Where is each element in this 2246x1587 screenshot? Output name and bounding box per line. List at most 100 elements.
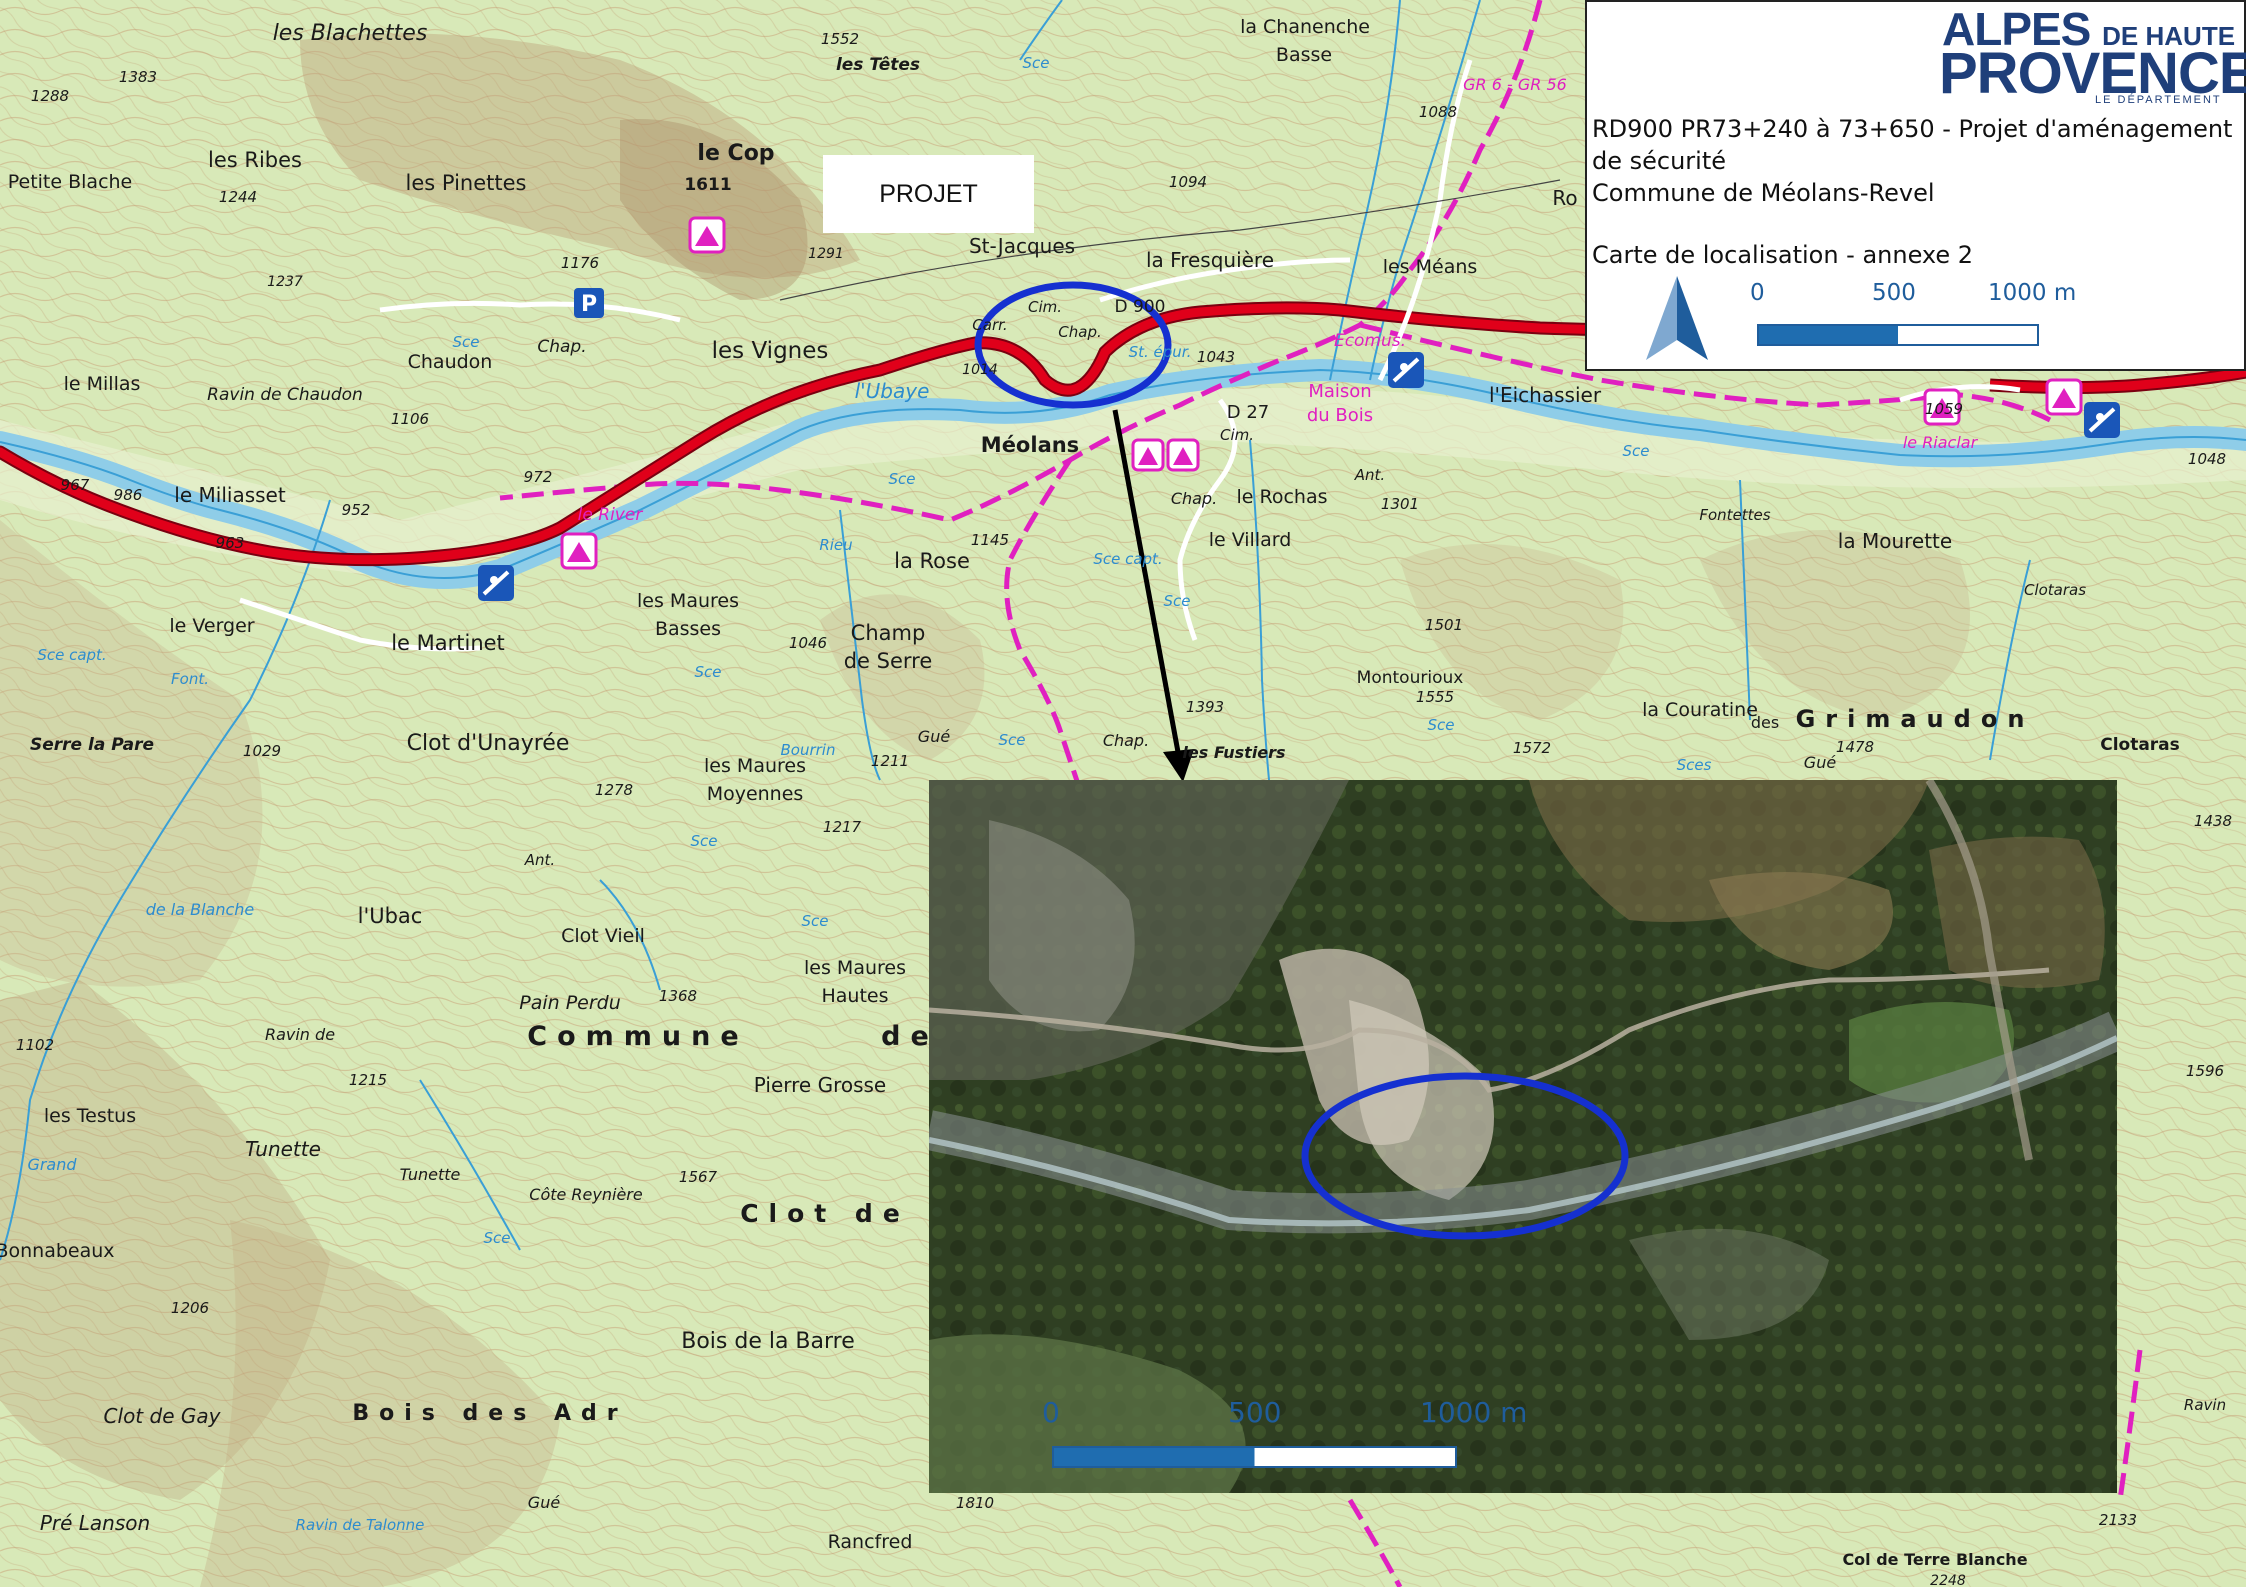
place-label: 1278 [595,781,633,799]
place-label: Sce [1428,716,1455,734]
place-label: Ro [1552,186,1577,210]
camping-icon [688,216,726,254]
place-label: les Vignes [712,338,829,364]
place-label: 1094 [1169,173,1207,191]
place-label: 967 [61,476,90,494]
svg-text:P: P [581,292,597,317]
place-label: Ravin de Talonne [296,1516,425,1534]
place-label: Chaudon [408,351,493,373]
place-label: Cim. [1028,298,1062,316]
place-label: les Maures [637,590,739,612]
place-label: 1393 [1186,698,1224,716]
place-label: 2248 [1930,1573,1966,1587]
place-label: 972 [524,468,553,486]
place-label: les Testus [44,1105,136,1127]
place-label: Commune [527,1021,748,1052]
streams [0,0,2031,1261]
projet-label: PROJET [823,155,1034,233]
place-label: Clotaras [2024,581,2086,599]
place-label: l'Ubac [358,904,423,928]
place-label: 1288 [31,87,69,105]
scale-label-1000: 1000 m [1988,280,2077,306]
place-label: Bois des Adr [352,1401,627,1426]
place-label: Ant. [524,851,555,869]
inset-scale-bar [1052,1446,1457,1468]
place-label: Sce capt. [1093,550,1162,568]
place-label: Montourioux [1357,668,1464,688]
place-label: Tunette [400,1165,461,1184]
title-block: ALPES DE HAUTE PROVENCE LE DÉPARTEMENT R… [1585,0,2246,371]
place-label: Ravin [2184,1396,2226,1414]
place-label: 1145 [971,531,1009,549]
place-label: Sce [453,333,480,351]
place-label: 963 [216,534,245,552]
place-label: Grand [27,1155,77,1174]
place-label: Petite Blache [8,171,133,193]
power-line [779,179,1561,301]
scale-label-500: 500 [1872,280,1916,306]
place-label: 1368 [659,987,697,1005]
place-label: les Méans [1383,256,1478,278]
place-label: 1014 [962,362,998,378]
place-label: Champ [851,621,926,645]
logo-text-de-haute: DE HAUTE [2102,21,2236,51]
place-label: 1176 [561,254,599,272]
place-label: D 27 [1227,402,1270,423]
subtitle-line: Carte de localisation - annexe 2 [1592,241,1974,269]
place-label: Moyennes [707,783,804,805]
place-label: Ant. [1354,466,1385,484]
place-label: Gué [1804,753,1837,772]
place-label: 1237 [267,274,303,290]
place-label: les Têtes [836,55,920,75]
logo-text-provence: PROVENCE [1939,41,2246,106]
place-label: 986 [114,486,143,504]
title-line-1: RD900 PR73+240 à 73+650 - Projet d'aména… [1592,115,2233,143]
place-label: Basse [1276,44,1332,66]
place-label: Gué [528,1493,561,1512]
place-label: 1291 [808,246,844,262]
place-label: Pré Lanson [40,1511,150,1535]
place-label: les Fustiers [1182,743,1285,762]
inset-pointer-arrow [1112,409,1194,782]
place-label: Basses [655,618,721,640]
scale-bar [1757,324,2039,346]
place-label: du Bois [1307,405,1373,426]
place-label: D 900 [1115,297,1166,317]
place-label: Bois de la Barre [681,1329,855,1354]
logo-text-departement: LE DÉPARTEMENT [2095,94,2222,106]
kayak-icon [1388,352,1424,388]
parking-icon: P [574,288,604,318]
place-label: Sce [484,1229,511,1247]
place-label: St-Jacques [969,234,1075,258]
place-label: 1206 [171,1299,209,1317]
place-label: Rieu [819,536,852,554]
place-label: Sce [889,470,916,488]
place-label: St. épur. [1129,343,1192,361]
place-label: 1046 [789,634,827,652]
place-label: 1438 [2194,812,2232,830]
place-label: Pain Perdu [519,992,621,1014]
place-label: 1383 [119,68,157,86]
place-label: Clot de [740,1199,910,1228]
place-label: 1301 [1381,495,1419,513]
place-label: Rancfred [828,1531,913,1553]
place-label: le Millas [64,373,141,395]
place-label: 1217 [823,818,862,836]
place-label: la Fresquière [1146,248,1274,272]
place-label: 1048 [2188,450,2226,468]
place-label: Ravin de [265,1025,335,1044]
place-label: le Rochas [1236,486,1327,508]
place-label: la Mourette [1838,529,1952,553]
place-label: les Ribes [208,148,302,172]
aerial-highlight-ellipse [1301,1072,1629,1240]
place-label: Clotaras [2100,735,2180,755]
place-label: 1611 [684,175,731,195]
place-label: Carr. [972,316,1007,334]
commune-line: Commune de Méolans-Revel [1592,179,1935,207]
inset-scale-label-500: 500 [1228,1396,1282,1429]
place-label: 1211 [871,752,909,770]
place-label: Chap. [537,337,586,357]
logo-text-alpes: ALPES [1942,3,2091,55]
place-label: de la Blanche [146,900,255,919]
